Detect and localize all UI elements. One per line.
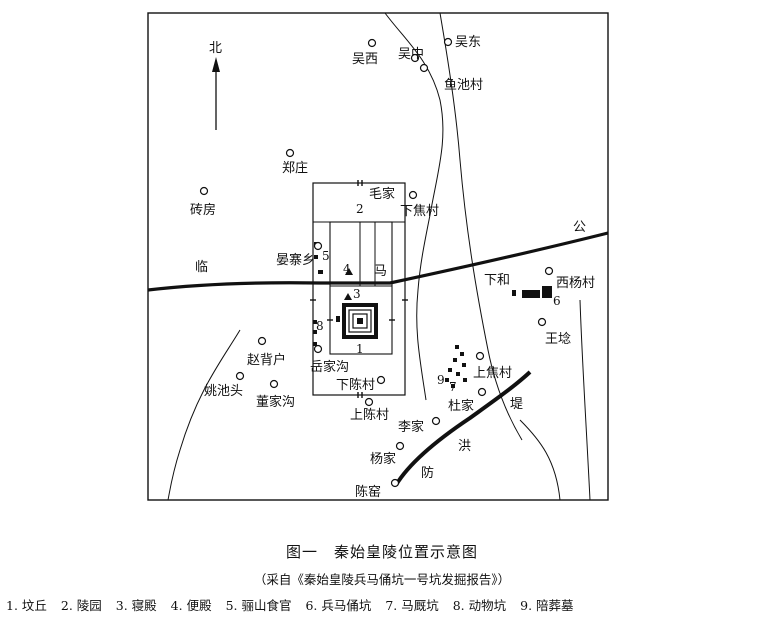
legend-item: 9. 陪葬墓 (520, 598, 574, 613)
stream-lines (167, 12, 591, 501)
place-label-xiyangcun: 西杨村 (556, 276, 595, 291)
place-label-wuzhong: 吴中 (398, 47, 424, 62)
legend-item: 6. 兵马俑坑 (305, 598, 372, 613)
site-number-5: 5 (322, 249, 330, 263)
place-label-xiahe: 下和 (484, 273, 510, 288)
village-dots (199, 37, 554, 488)
place-label-wangyu: 王埝 (545, 331, 571, 347)
place-label-yuejiagou: 岳家沟 (310, 359, 349, 375)
place-label-shangjiaocun: 上焦村 (473, 366, 512, 381)
place-label-yuchicun: 鱼池村 (444, 77, 483, 93)
site-number-1: 1 (356, 342, 364, 356)
road-label-gong: 公 (573, 220, 586, 235)
site-number-6: 6 (553, 294, 561, 308)
place-label-zhaobeihu: 赵背户 (247, 352, 286, 368)
outer-wall (312, 182, 406, 396)
figure-legend: 1. 坟丘 2. 陵园 3. 寝殿 4. 便殿 5. 骊山食官 6. 兵马俑坑 … (6, 595, 764, 614)
legend-item: 8. 动物坑 (452, 598, 507, 613)
tumulus-mound-icon (342, 303, 378, 339)
levee-label-hong: 洪 (458, 439, 471, 454)
place-label-yangjia: 杨家 (370, 451, 396, 467)
legend-item: 3. 寝殿 (115, 598, 157, 613)
legend-item: 2. 陵园 (60, 598, 102, 613)
legend-item: 5. 骊山食官 (225, 598, 292, 613)
site-number-4: 4 (343, 262, 351, 276)
north-label: 北 (209, 41, 222, 56)
flood-levee-line (394, 370, 532, 487)
place-label-wudong: 吴东 (455, 35, 481, 50)
figure-source: （采自《秦始皇陵兵马俑坑一号坑发掘报告》） (253, 572, 511, 587)
inner-wall (329, 221, 393, 355)
road-label-lin: 临 (195, 260, 208, 275)
road-label-ma: 马 (374, 264, 387, 279)
site-number-2: 2 (356, 202, 364, 216)
levee-label-fang: 防 (421, 465, 434, 481)
legend-item: 4. 便殿 (170, 598, 212, 613)
place-label-shangchencun: 上陈村 (350, 407, 389, 423)
highway-line (147, 231, 609, 292)
place-label-yanzhaixiang: 晏寨乡 (276, 252, 315, 268)
place-label-dujia: 杜家 (448, 398, 474, 414)
site-number-8: 8 (316, 319, 324, 333)
place-label-xiachencun: 下陈村 (336, 377, 375, 393)
site-number-7: 7 (449, 380, 457, 394)
place-label-yaochitou: 姚池头 (204, 384, 243, 399)
levee-label-di: 堤 (510, 397, 523, 412)
gate-marks (310, 180, 408, 398)
place-label-zhuanfang: 砖房 (190, 202, 216, 218)
place-label-chenyao: 陈窑 (355, 484, 381, 500)
north-arrow-icon (212, 57, 220, 130)
map-frame (147, 12, 609, 501)
place-label-zhengzhuang: 郑庄 (282, 160, 308, 176)
inner-divisions (313, 221, 405, 287)
site-number-9: 9 (437, 373, 445, 387)
place-label-lijia: 李家 (398, 419, 424, 435)
place-label-dongjiagou: 董家沟 (256, 394, 295, 410)
legend-item: 7. 马厩坑 (385, 598, 439, 613)
site-number-3: 3 (353, 287, 361, 301)
legend-item: 1. 坟丘 (6, 598, 47, 613)
figure-title: 图一 秦始皇陵位置示意图 (285, 543, 478, 561)
place-label-xiajiaocun: 下焦村 (400, 204, 439, 219)
place-label-maojia: 毛家 (369, 186, 395, 202)
place-label-wuxi: 吴西 (352, 52, 378, 67)
site-location-map: 北 (147, 12, 609, 501)
